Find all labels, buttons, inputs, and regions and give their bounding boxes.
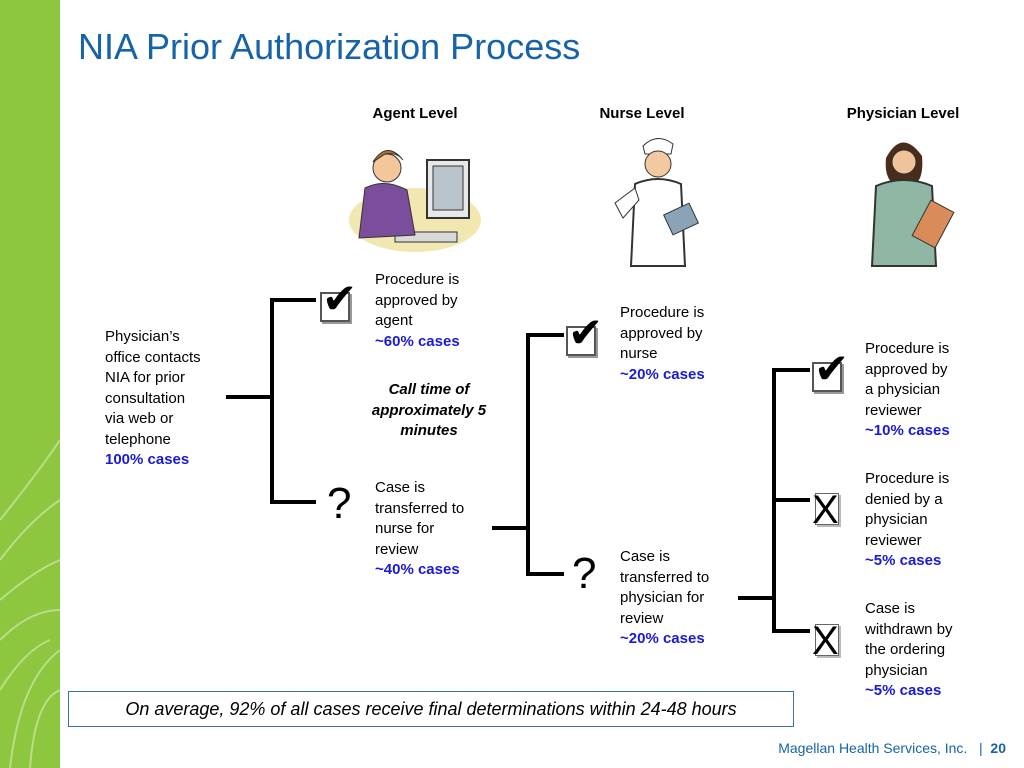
physician-approved-description: Procedure is approved by a physician rev… xyxy=(865,339,985,442)
nurse-illustration xyxy=(614,138,700,267)
summary-text: On average, 92% of all cases receive fin… xyxy=(125,698,737,719)
text-line: physician xyxy=(865,661,928,679)
text-line: Case is xyxy=(620,548,671,565)
footer: Magellan Health Services, Inc. | 20 xyxy=(778,740,1006,756)
connector-line xyxy=(270,500,316,504)
agent-approved-description: Procedure is approved by agent ~60% case… xyxy=(375,270,505,352)
agent-illustration xyxy=(349,150,481,252)
x-icon: X xyxy=(812,488,839,532)
text-line: reviewer xyxy=(865,401,922,419)
text-line: approved by xyxy=(375,291,458,309)
check-box xyxy=(320,292,350,322)
percent-label: ~5% cases xyxy=(865,682,942,699)
text-line: agent xyxy=(375,312,413,329)
physician-illustration xyxy=(870,142,955,267)
physician-denied-description: Procedure is denied by a physician revie… xyxy=(865,469,985,572)
text-line: reviewer xyxy=(865,531,922,549)
x-box xyxy=(815,624,839,656)
text-line: Case is xyxy=(375,479,426,496)
summary-box: On average, 92% of all cases receive fin… xyxy=(68,691,794,727)
x-icon: X xyxy=(812,619,839,663)
check-icon: ✔ xyxy=(568,308,604,357)
nurse-level-heading: Nurse Level xyxy=(599,105,685,122)
connector-line xyxy=(772,498,810,502)
question-icon: ? xyxy=(572,549,597,598)
text-line: Procedure is xyxy=(865,470,950,487)
text-line: the ordering xyxy=(865,641,946,658)
call-time-note: Call time of approximately 5 minutes xyxy=(371,381,487,439)
percent-label: 100% cases xyxy=(105,451,190,468)
x-box xyxy=(815,493,839,525)
text-line: telephone xyxy=(105,430,171,448)
check-box xyxy=(812,362,842,392)
page-number: 20 xyxy=(990,740,1006,756)
text-line: via web or xyxy=(105,410,174,427)
text-line: NIA for prior xyxy=(105,369,186,386)
text-line: nurse xyxy=(620,345,658,362)
text-line: physician for xyxy=(620,589,705,606)
percent-label: ~40% cases xyxy=(375,561,460,578)
check-icon: ✔ xyxy=(814,344,850,393)
physician-withdrawn-description: Case is withdrawn by the ordering physic… xyxy=(865,599,985,702)
text-line: Procedure is xyxy=(375,271,460,288)
decorative-sidebar xyxy=(0,0,60,768)
text-line: Case is xyxy=(865,600,916,617)
connector-line xyxy=(492,526,528,530)
agent-transfer-description: Case is transferred to nurse for review … xyxy=(375,478,505,581)
percent-label: ~20% cases xyxy=(620,630,705,647)
physician-level-heading: Physician Level xyxy=(846,105,960,122)
percent-label: ~5% cases xyxy=(865,552,942,569)
connector-line xyxy=(772,368,810,372)
connector-line xyxy=(270,298,316,302)
text-line: a physician xyxy=(865,381,941,398)
text-line: office contacts xyxy=(105,348,201,366)
check-icon: ✔ xyxy=(322,274,358,323)
slide-title: NIA Prior Authorization Process xyxy=(78,26,581,67)
bracket-line xyxy=(526,333,530,576)
text-line: nurse for xyxy=(375,520,435,537)
bracket-line xyxy=(270,298,274,504)
text-line: transferred to xyxy=(620,568,710,586)
nurse-approved-description: Procedure is approved by nurse ~20% case… xyxy=(620,303,750,385)
nurse-transfer-description: Case is transferred to physician for rev… xyxy=(620,547,750,650)
text-line: Procedure is xyxy=(620,304,705,321)
check-box xyxy=(566,326,596,356)
percent-label: ~10% cases xyxy=(865,422,950,439)
text-line: withdrawn by xyxy=(865,620,953,638)
leaf-decoration xyxy=(0,439,60,768)
text-line: review xyxy=(375,540,419,558)
agent-level-heading: Agent Level xyxy=(372,105,458,122)
text-line: denied by a xyxy=(865,490,943,508)
connector-line xyxy=(226,395,272,399)
connector-line xyxy=(526,333,564,337)
text-line: approved by xyxy=(620,324,703,342)
company-name: Magellan Health Services, Inc. xyxy=(778,740,968,756)
connector-line xyxy=(738,596,774,600)
text-line: approved by xyxy=(865,360,948,378)
percent-label: ~60% cases xyxy=(375,332,460,350)
text-line: Physician’s xyxy=(105,328,180,345)
percent-label: ~20% cases xyxy=(620,365,705,383)
text-line: review xyxy=(620,609,664,627)
question-icon: ? xyxy=(327,479,352,528)
text-line: consultation xyxy=(105,389,186,407)
connector-line xyxy=(772,629,810,633)
footer-separator: | xyxy=(979,740,983,756)
text-line: Procedure is xyxy=(865,340,950,357)
connector-line xyxy=(526,572,564,576)
text-line: transferred to xyxy=(375,499,465,517)
start-description: Physician’s office contacts NIA for prio… xyxy=(105,327,225,471)
text-line: physician xyxy=(865,511,928,528)
